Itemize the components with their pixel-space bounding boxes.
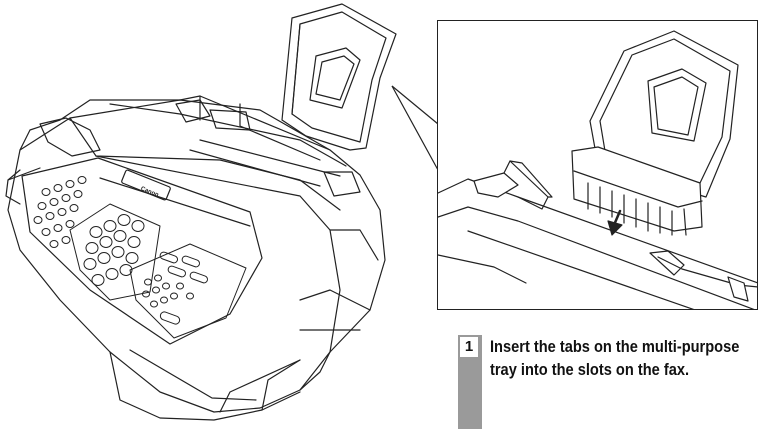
lcd-display — [121, 169, 171, 201]
fax-machine-illustration: Canon — [5, 3, 397, 421]
paper-guides — [175, 99, 361, 197]
paper-support-tray — [281, 3, 397, 151]
front-lower-housing — [109, 351, 331, 421]
fax-top-edge — [438, 160, 757, 309]
function-keys — [129, 243, 247, 339]
step-instruction-text: Insert the tabs on the multi-purpose tra… — [490, 337, 740, 379]
insert-direction-arrow — [607, 209, 623, 236]
multi-purpose-tray — [571, 30, 739, 236]
numeric-keypad — [69, 203, 161, 301]
detail-inset — [437, 20, 758, 310]
one-touch-buttons — [33, 176, 87, 248]
instruction-step: 1 Insert the tabs on the multi-purpose t… — [458, 335, 763, 429]
control-panel: Canon — [21, 157, 263, 345]
step-number: 1 — [459, 336, 479, 358]
